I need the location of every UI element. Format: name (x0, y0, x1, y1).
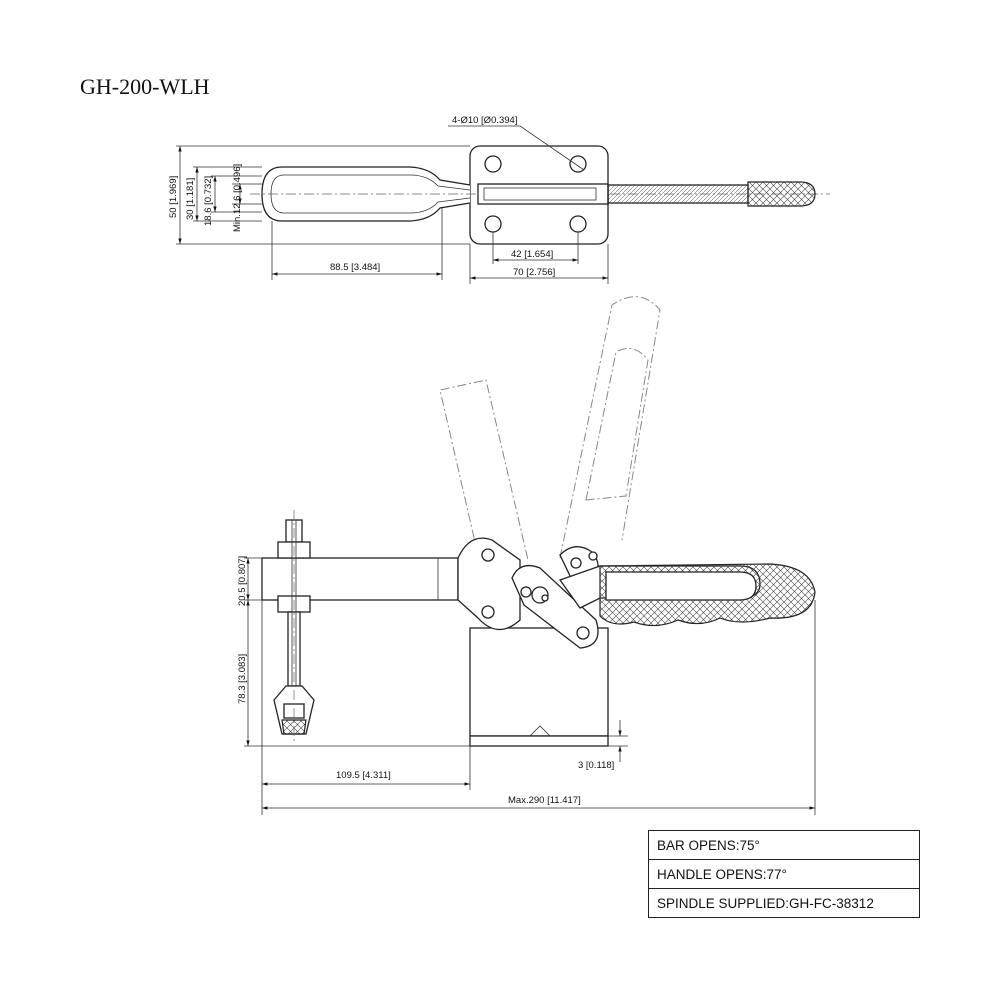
top-arm-extension (607, 184, 749, 204)
side-spindle (273, 510, 315, 744)
spec-row: HANDLE OPENS:77° (648, 859, 920, 889)
spec-spindle-supplied: SPINDLE SUPPLIED:GH-FC-38312 (648, 888, 920, 918)
spec-table: BAR OPENS:75° HANDLE OPENS:77° SPINDLE S… (648, 830, 920, 918)
pivot-pin (541, 594, 549, 602)
side-body-notch (529, 725, 551, 737)
dim-top-width-50: 50 [1.969] (168, 176, 179, 218)
spec-row: BAR OPENS:75° (648, 830, 920, 860)
side-link-upper (457, 537, 521, 631)
dim-top-width-18-6: 18.6 [0.732] (203, 176, 214, 226)
side-dimensions (244, 557, 816, 815)
top-arm-slot (483, 187, 597, 201)
dim-side-arm-height: 20.5 [0.807] (237, 556, 248, 606)
hole-callout-text: 4-Ø10 [Ø0.394] (452, 115, 517, 126)
side-link-plate (511, 564, 599, 649)
side-handle-grip-inner (605, 571, 757, 601)
side-view: 20.5 [0.807] 78.3 [3.083] 109.5 [4.311] … (237, 296, 816, 815)
top-grip (747, 181, 816, 207)
dim-side-reach: 109.5 [4.311] (336, 770, 391, 781)
spec-row: SPINDLE SUPPLIED:GH-FC-38312 (648, 888, 920, 918)
pivot-pin (570, 557, 582, 569)
dim-top-min-12-6: Min.12.6 [0.496] (232, 164, 243, 232)
dim-top-base-length: 70 [2.756] (513, 267, 555, 278)
spec-handle-opens: HANDLE OPENS:77° (648, 859, 920, 889)
drawing-title: GH-200-WLH (80, 74, 210, 99)
ghost-handle-open (559, 296, 661, 559)
dim-top-width-30: 30 [1.181] (185, 178, 196, 220)
hole-callout-leader (519, 125, 585, 171)
top-hole (484, 155, 502, 173)
top-arm (477, 183, 609, 205)
side-base (469, 735, 609, 747)
top-hole (569, 215, 587, 233)
spec-bar-opens: BAR OPENS:75° (648, 830, 920, 860)
pivot-pin (481, 548, 495, 562)
top-hole (484, 215, 502, 233)
top-view: 4-Ø10 [Ø0.394] 50 [1.969] 30 [1.181] 18.… (168, 115, 830, 284)
dim-top-handle-length: 88.5 [3.484] (330, 262, 380, 273)
ghost-bar-open (439, 379, 529, 561)
dim-side-max-length: Max.290 [11.417] (508, 795, 581, 806)
dim-top-hole-spacing: 42 [1.654] (511, 249, 553, 260)
pivot-pin (520, 586, 532, 598)
side-arm (261, 557, 459, 601)
pivot-pin (481, 605, 495, 619)
pivot-pin (588, 551, 598, 561)
top-vertical-dimensions (176, 145, 470, 245)
dim-side-base-thickness: 3 [0.118] (578, 760, 614, 771)
dim-side-spindle-height: 78.3 [3.083] (237, 654, 248, 704)
ghost-handle-grip (585, 347, 649, 501)
top-hole (569, 155, 587, 173)
pivot-pin (576, 626, 590, 640)
top-horizontal-dimensions (271, 208, 609, 284)
